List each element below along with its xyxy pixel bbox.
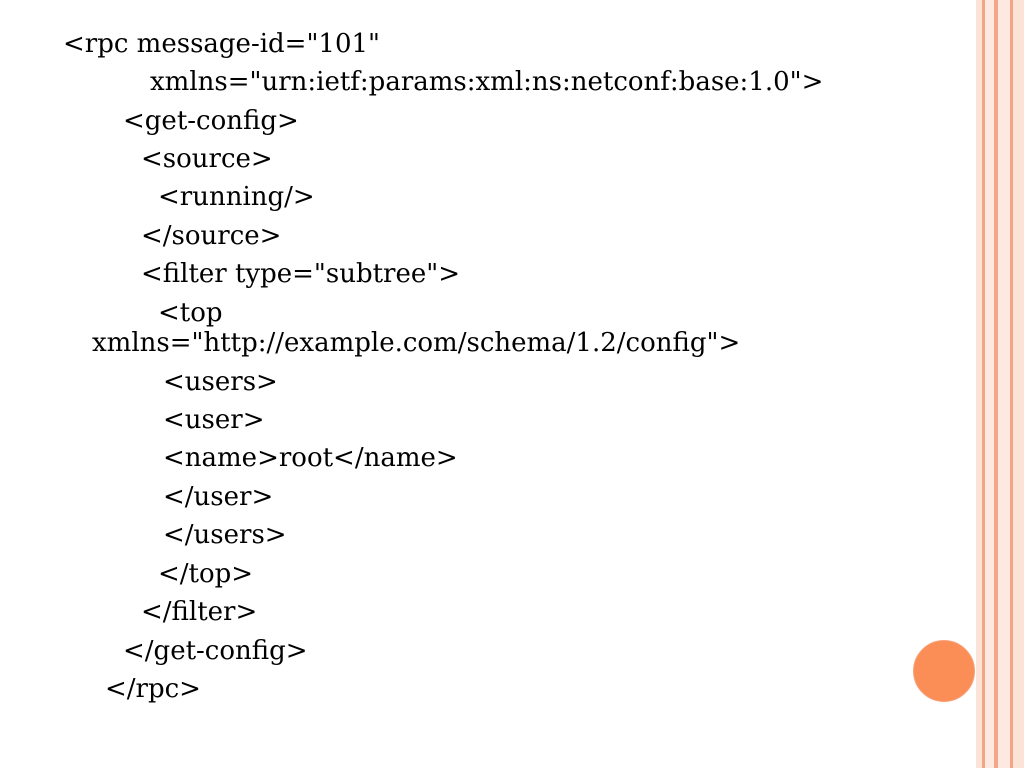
code-line: </user>: [163, 482, 274, 512]
code-line: xmlns="urn:ietf:params:xml:ns:netconf:ba…: [150, 67, 824, 97]
code-line: </users>: [163, 520, 287, 550]
code-line: <get-config>: [123, 106, 299, 136]
code-line: <user>: [163, 405, 265, 435]
decorative-stripe: [1013, 0, 1024, 768]
decorative-stripe: [976, 0, 982, 768]
code-line: </filter>: [141, 597, 258, 627]
code-line: </rpc>: [105, 674, 201, 704]
code-line: <users>: [163, 367, 278, 397]
decorative-stripe: [985, 0, 994, 768]
code-line: <top: [158, 298, 223, 328]
code-line: <source>: [141, 144, 273, 174]
decorative-stripe: [998, 0, 1010, 768]
decorative-stripe: [994, 0, 998, 768]
code-line: </top>: [158, 559, 254, 589]
decorative-circle-icon: [913, 640, 975, 702]
code-line: <rpc message-id="101": [63, 29, 381, 59]
decorative-stripe: [982, 0, 985, 768]
code-line: </source>: [141, 221, 282, 251]
code-line: <running/>: [158, 182, 315, 212]
code-line: xmlns="http://example.com/schema/1.2/con…: [92, 328, 741, 358]
decorative-stripe: [1010, 0, 1013, 768]
code-line: </get-config>: [123, 636, 308, 666]
code-line: <filter type="subtree">: [141, 259, 461, 289]
code-line: <name>root</name>: [163, 443, 458, 473]
